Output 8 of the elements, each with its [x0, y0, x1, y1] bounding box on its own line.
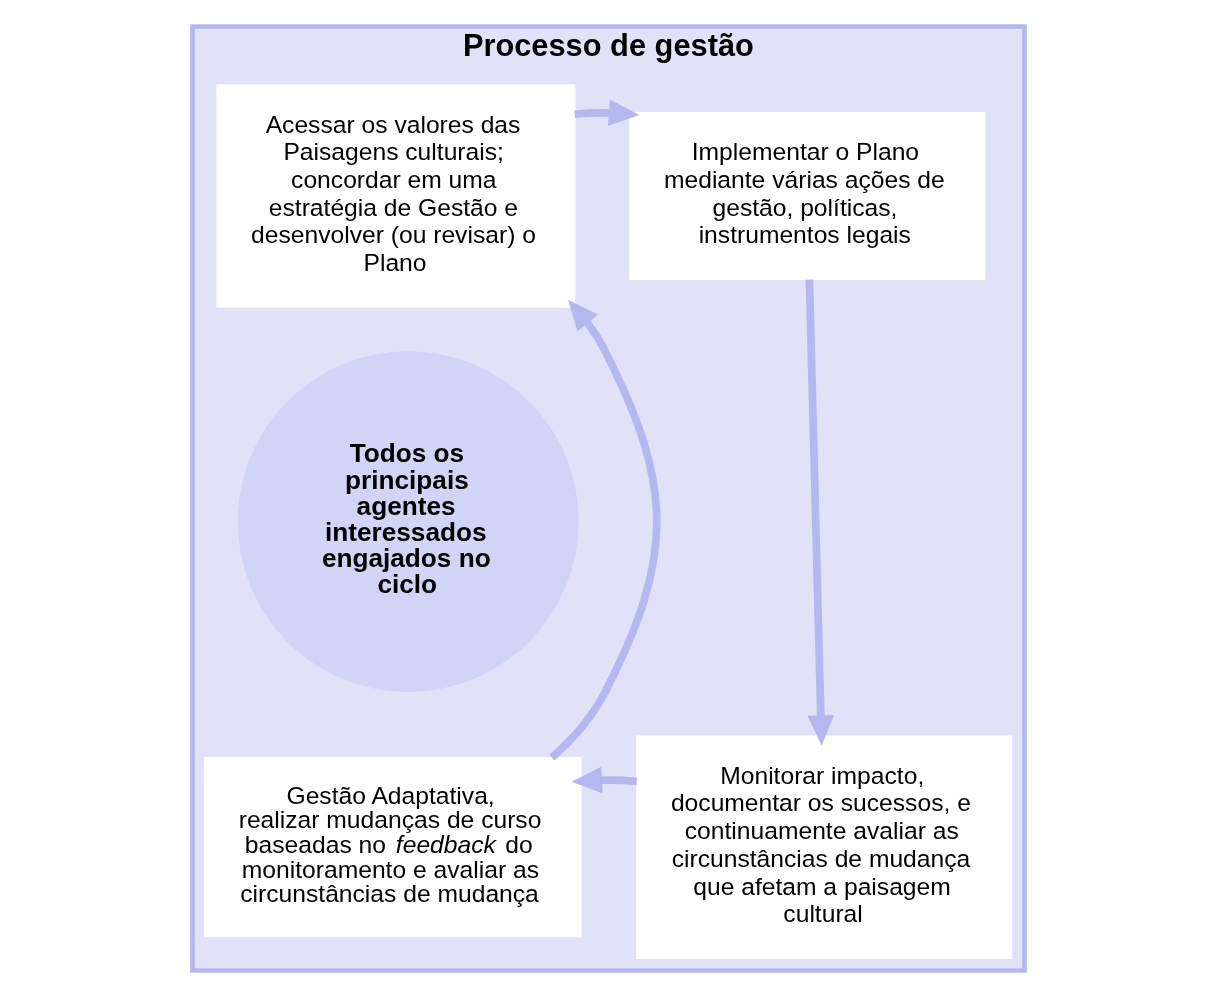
node-box: Monitorar impacto, documentar os sucessos, e continuamente avaliar as circunstâncias de mudança que afetam a paisagem cultural	[635, 735, 1012, 959]
arrow	[548, 299, 661, 761]
node-box: Implementar o Plano mediante várias ações de gestão, políticas, instrumentos legais	[628, 112, 985, 280]
node-box: Acessar os valores das Paisagens culturais; concordar em uma estratégia de Gestão e desenvolver (ou revisar) o Plano	[215, 84, 575, 308]
arrow	[571, 766, 637, 794]
arrow	[573, 99, 639, 127]
node-box: Gestão Adaptativa, realizar mudanças de curso baseadas no feedback do monitoramento e avaliar as circunstâncias de mudança	[203, 757, 582, 938]
arrow	[805, 279, 834, 746]
